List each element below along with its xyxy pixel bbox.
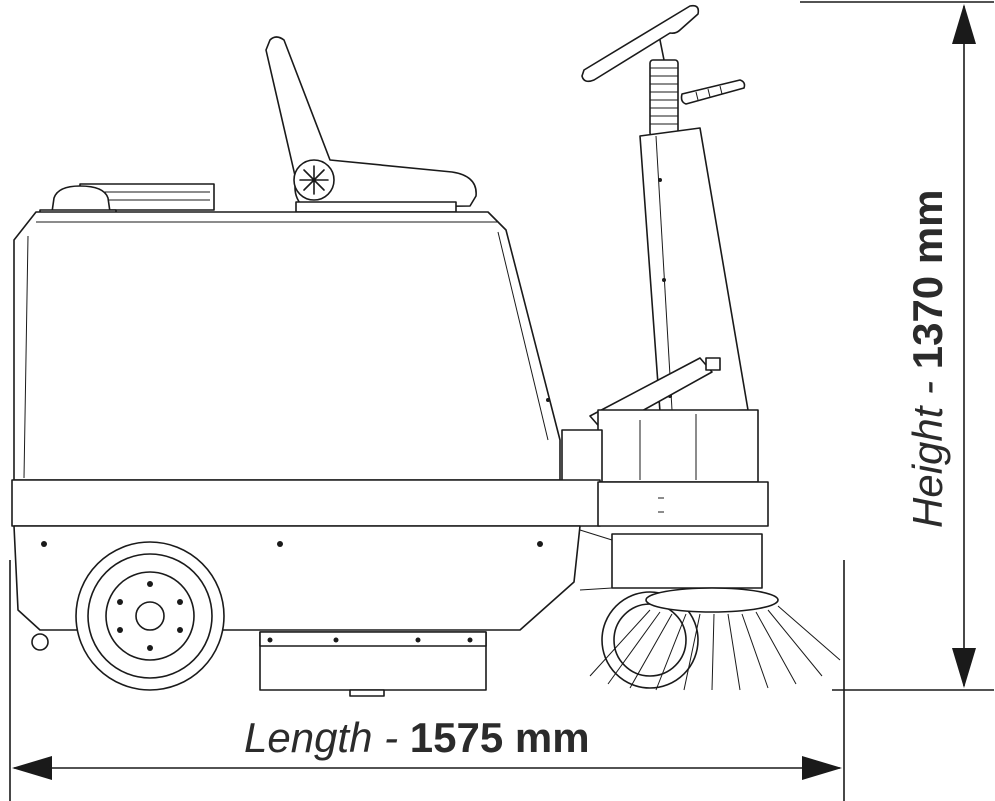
height-separator: - bbox=[904, 369, 951, 406]
length-label-text: Length - 1575 mm bbox=[244, 714, 590, 761]
control-lever bbox=[680, 79, 746, 105]
length-arrow-left bbox=[12, 756, 52, 780]
length-arrow-right bbox=[802, 756, 842, 780]
height-value: 1370 mm bbox=[904, 189, 951, 369]
height-label-text: Height - 1370 mm bbox=[904, 189, 951, 528]
height-arrow-top bbox=[952, 4, 976, 44]
operator-seat bbox=[265, 36, 477, 213]
front-housing bbox=[561, 409, 759, 483]
main-body bbox=[13, 211, 561, 481]
rear-wheel bbox=[75, 541, 225, 691]
height-arrow-bottom bbox=[952, 648, 976, 688]
steering-wheel bbox=[581, 4, 700, 83]
height-dimension: Height - 1370 mm bbox=[800, 1, 994, 691]
underside-skirt bbox=[259, 631, 487, 697]
height-label: Height bbox=[904, 404, 951, 528]
side-brush bbox=[589, 587, 841, 691]
length-label: Length bbox=[244, 714, 372, 761]
length-value: 1575 mm bbox=[410, 714, 590, 761]
brush-motor-housing bbox=[579, 529, 763, 591]
steering-column-bellows bbox=[649, 59, 679, 137]
length-separator: - bbox=[372, 714, 409, 761]
length-dimension: Length - 1575 mm bbox=[9, 560, 845, 801]
ride-on-sweeper bbox=[11, 4, 841, 697]
